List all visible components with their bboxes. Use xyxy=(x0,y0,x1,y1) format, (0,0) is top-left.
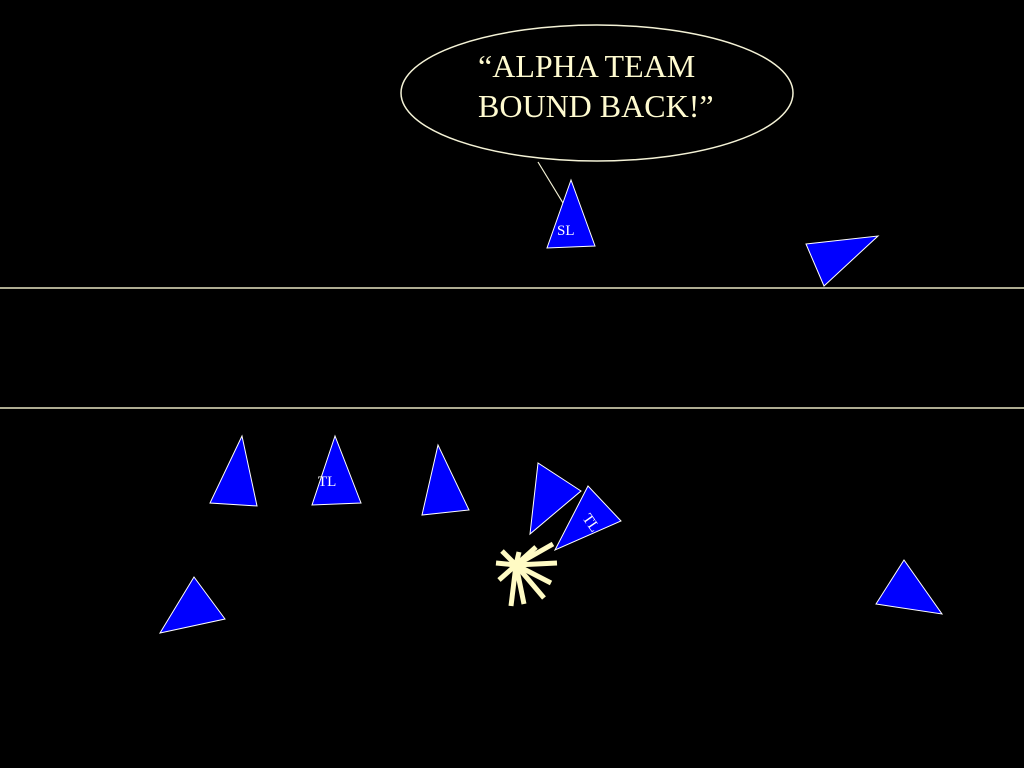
callout-line-2: BOUND BACK!” xyxy=(478,88,714,124)
squad-leader-label: SL xyxy=(557,223,575,239)
unit-lower-right xyxy=(875,559,944,615)
flank-unit-upper-right xyxy=(805,235,880,287)
callout-line-1: “ALPHA TEAM xyxy=(478,48,695,84)
team-leader-unit-right xyxy=(553,485,622,552)
team-leader-label-left: TL xyxy=(318,474,336,490)
unit-left-1 xyxy=(209,434,258,507)
unit-lower-left xyxy=(158,576,226,634)
unit-center-right xyxy=(529,462,582,536)
speech-bubble-pointer xyxy=(537,161,564,204)
squad-leader-unit xyxy=(546,178,596,249)
speech-bubble xyxy=(400,24,794,162)
team-leader-unit-left xyxy=(311,434,362,506)
contact-burst-icon xyxy=(495,541,558,607)
unit-center xyxy=(421,443,470,516)
